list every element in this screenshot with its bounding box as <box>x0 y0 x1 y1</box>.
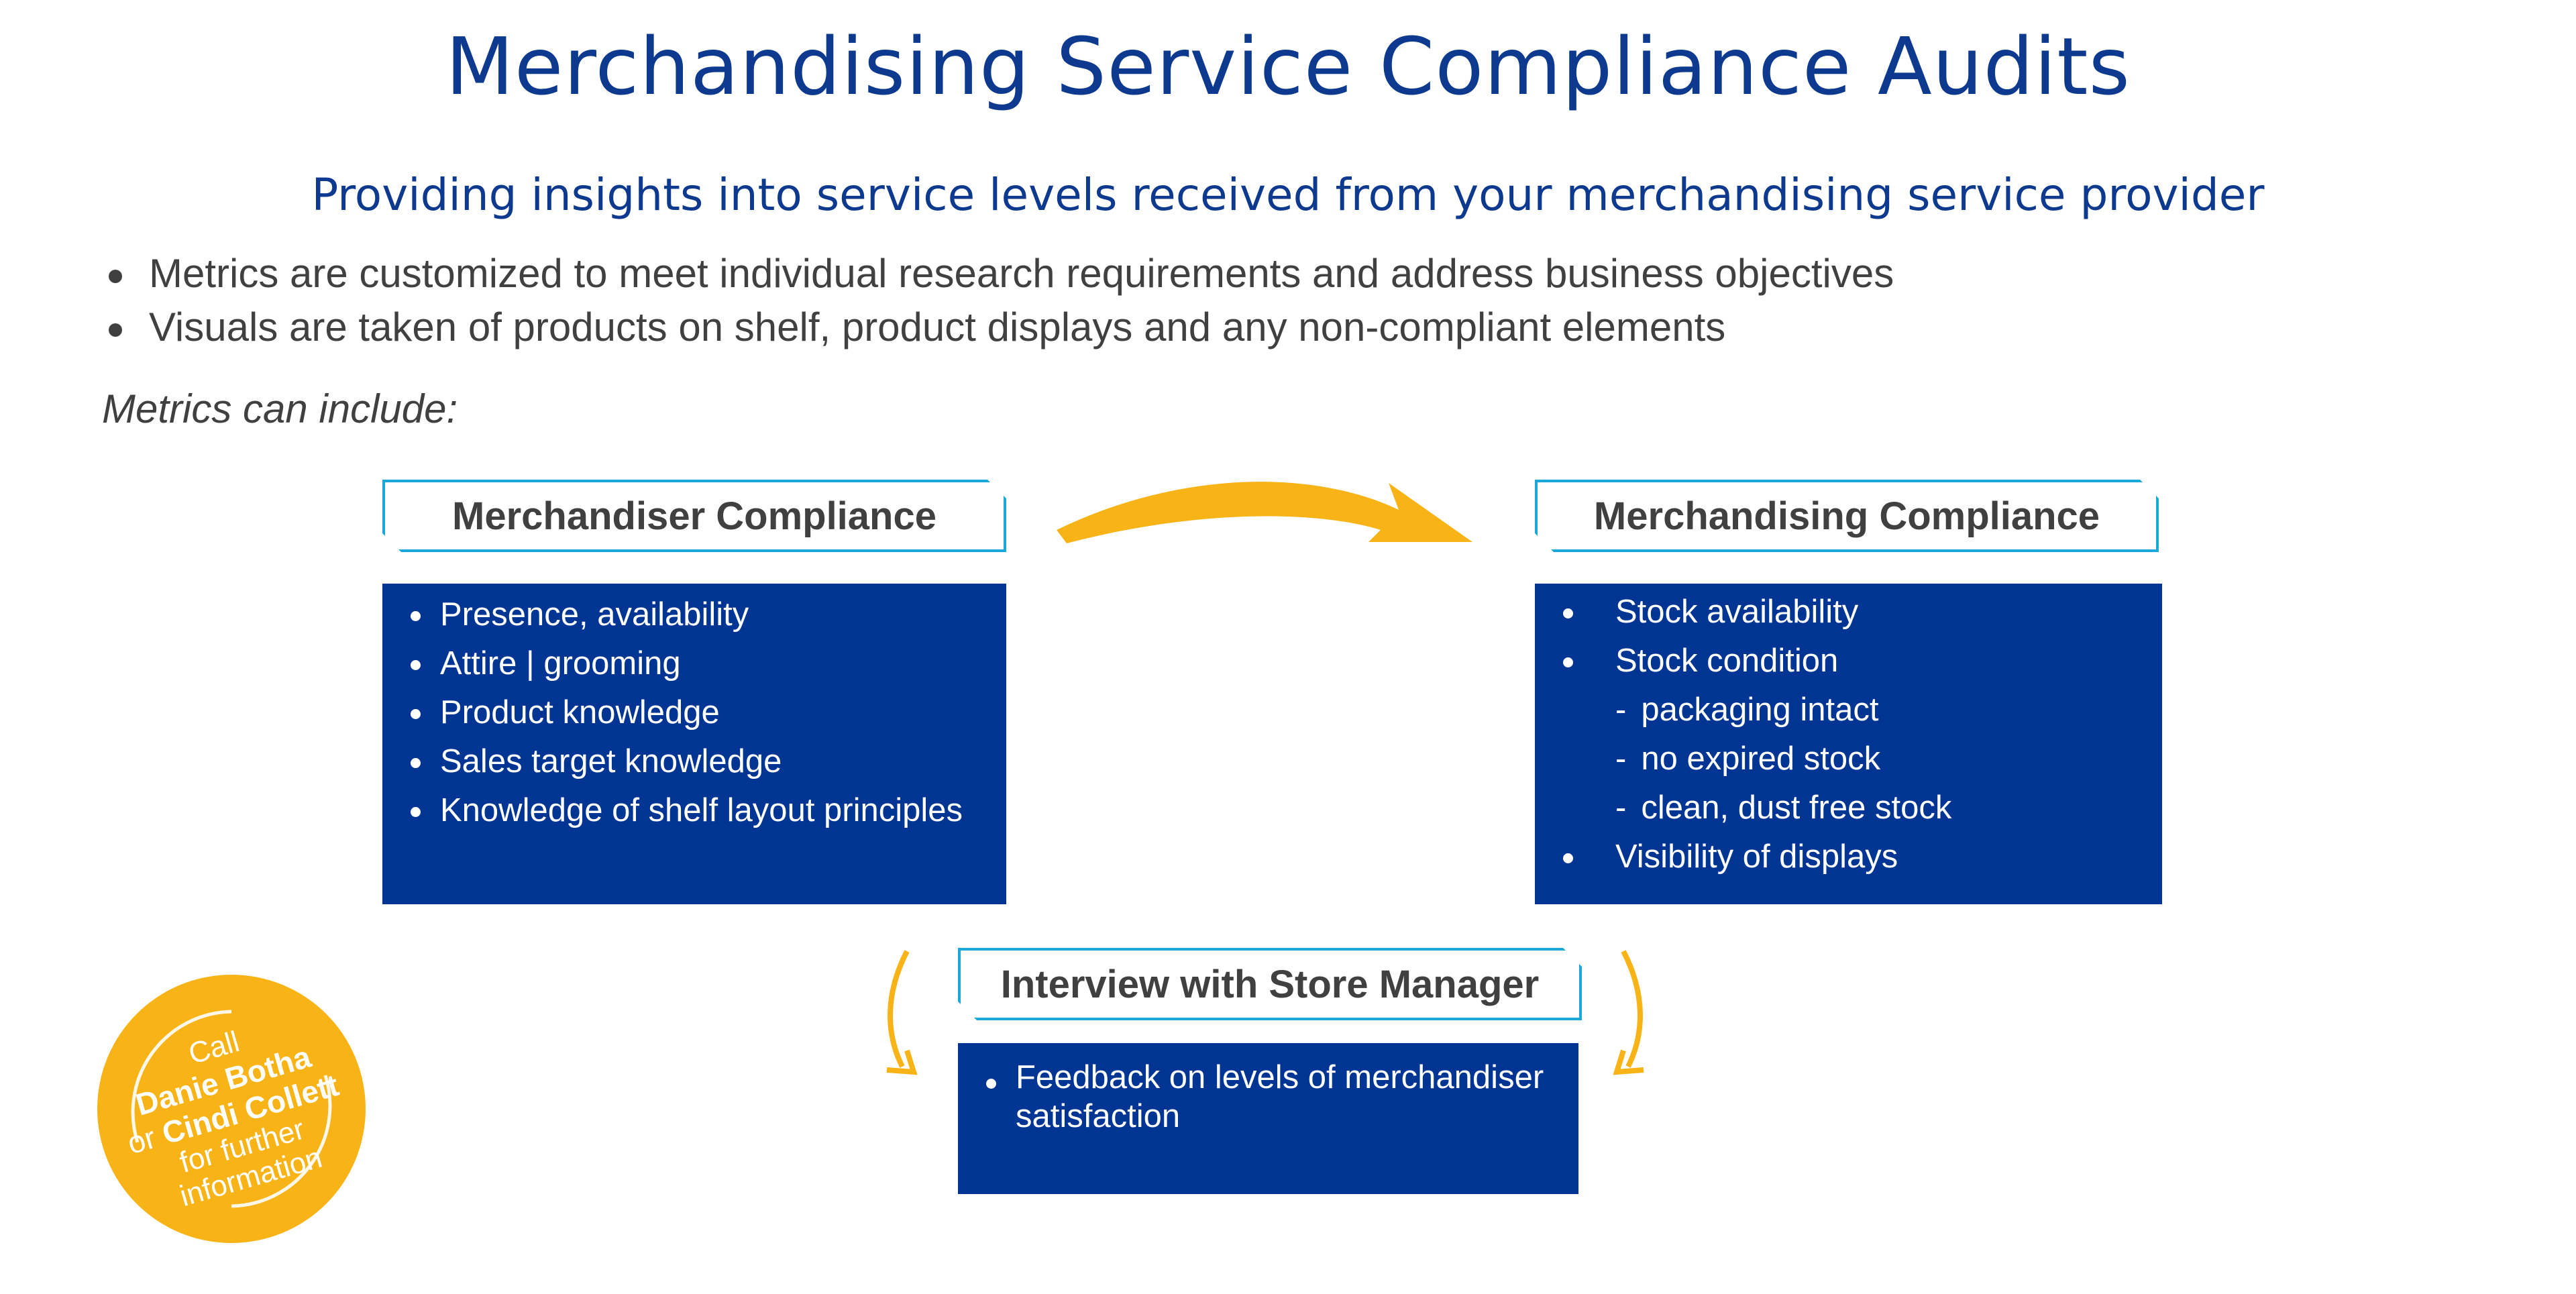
page-title: Merchandising Service Compliance Audits <box>445 20 2131 113</box>
sub-list-item-text: clean, dust free stock <box>1641 790 1952 826</box>
intro-bullets: Metrics are customized to meet individua… <box>102 247 1894 354</box>
list-item-text: Feedback on levels of merchandiser <box>1016 1059 1544 1095</box>
interview-panel: Feedback on levels of merchandiser satis… <box>958 1043 1578 1194</box>
merchandising-compliance-title: Merchandising Compliance <box>1593 494 2100 538</box>
metrics-label: Metrics can include: <box>102 386 458 431</box>
list-item: Presence, availability <box>382 590 1006 639</box>
left-curved-arrow <box>888 950 910 1068</box>
merchandiser-compliance-panel: Presence, availability Attire | grooming… <box>382 584 1006 904</box>
list-item-text: satisfaction <box>1016 1098 1181 1134</box>
sub-list-item: -packaging intact <box>1615 692 1879 728</box>
list-item: Product knowledge <box>382 688 1006 737</box>
list-item: Knowledge of shelf layout principles <box>382 786 1006 835</box>
right-curved-arrow <box>1621 950 1643 1068</box>
list-item: Feedback on levels of merchandiser <box>958 1058 1578 1097</box>
sub-list-item-text: no expired stock <box>1641 741 1881 777</box>
left-arrow-head <box>886 1049 918 1075</box>
list-item-continuation: satisfaction <box>958 1097 1578 1136</box>
sub-list-item: -no expired stock <box>1615 741 1881 777</box>
list-item: Visibility of displays <box>1535 832 2162 881</box>
intro-bullet: Metrics are customized to meet individua… <box>102 247 1894 301</box>
list-item: Stock availability <box>1535 588 2162 637</box>
merchandiser-compliance-title: Merchandiser Compliance <box>452 494 936 538</box>
badge-rings: Call Danie Botha or Cindi Collett for fu… <box>123 1010 342 1213</box>
page-subtitle: Providing insights into service levels r… <box>311 169 2265 221</box>
list-item-text: Stock condition <box>1615 643 1839 679</box>
right-arrow-head <box>1613 1049 1644 1075</box>
list-item: Stock condition <box>1535 637 2162 686</box>
sub-list-item-text: packaging intact <box>1641 692 1879 728</box>
interview-title: Interview with Store Manager <box>1000 962 1540 1006</box>
intro-bullet: Visuals are taken of products on shelf, … <box>102 301 1894 354</box>
list-item-text: Stock availability <box>1615 594 1859 630</box>
list-item: Attire | grooming <box>382 639 1006 688</box>
list-item: Sales target knowledge <box>382 737 1006 786</box>
contact-badge[interactable]: Call Danie Botha or Cindi Collett for fu… <box>97 975 366 1243</box>
merchandising-compliance-panel: Stock availability Stock condition -pack… <box>1535 584 2162 904</box>
top-curved-arrow <box>1057 482 1472 543</box>
merchandiser-compliance-header: Merchandiser Compliance <box>382 480 1006 552</box>
interview-header: Interview with Store Manager <box>958 948 1582 1020</box>
list-item-text: Visibility of displays <box>1615 839 1898 875</box>
sub-list-item: -clean, dust free stock <box>1615 790 1952 826</box>
merchandising-compliance-header: Merchandising Compliance <box>1535 480 2159 552</box>
